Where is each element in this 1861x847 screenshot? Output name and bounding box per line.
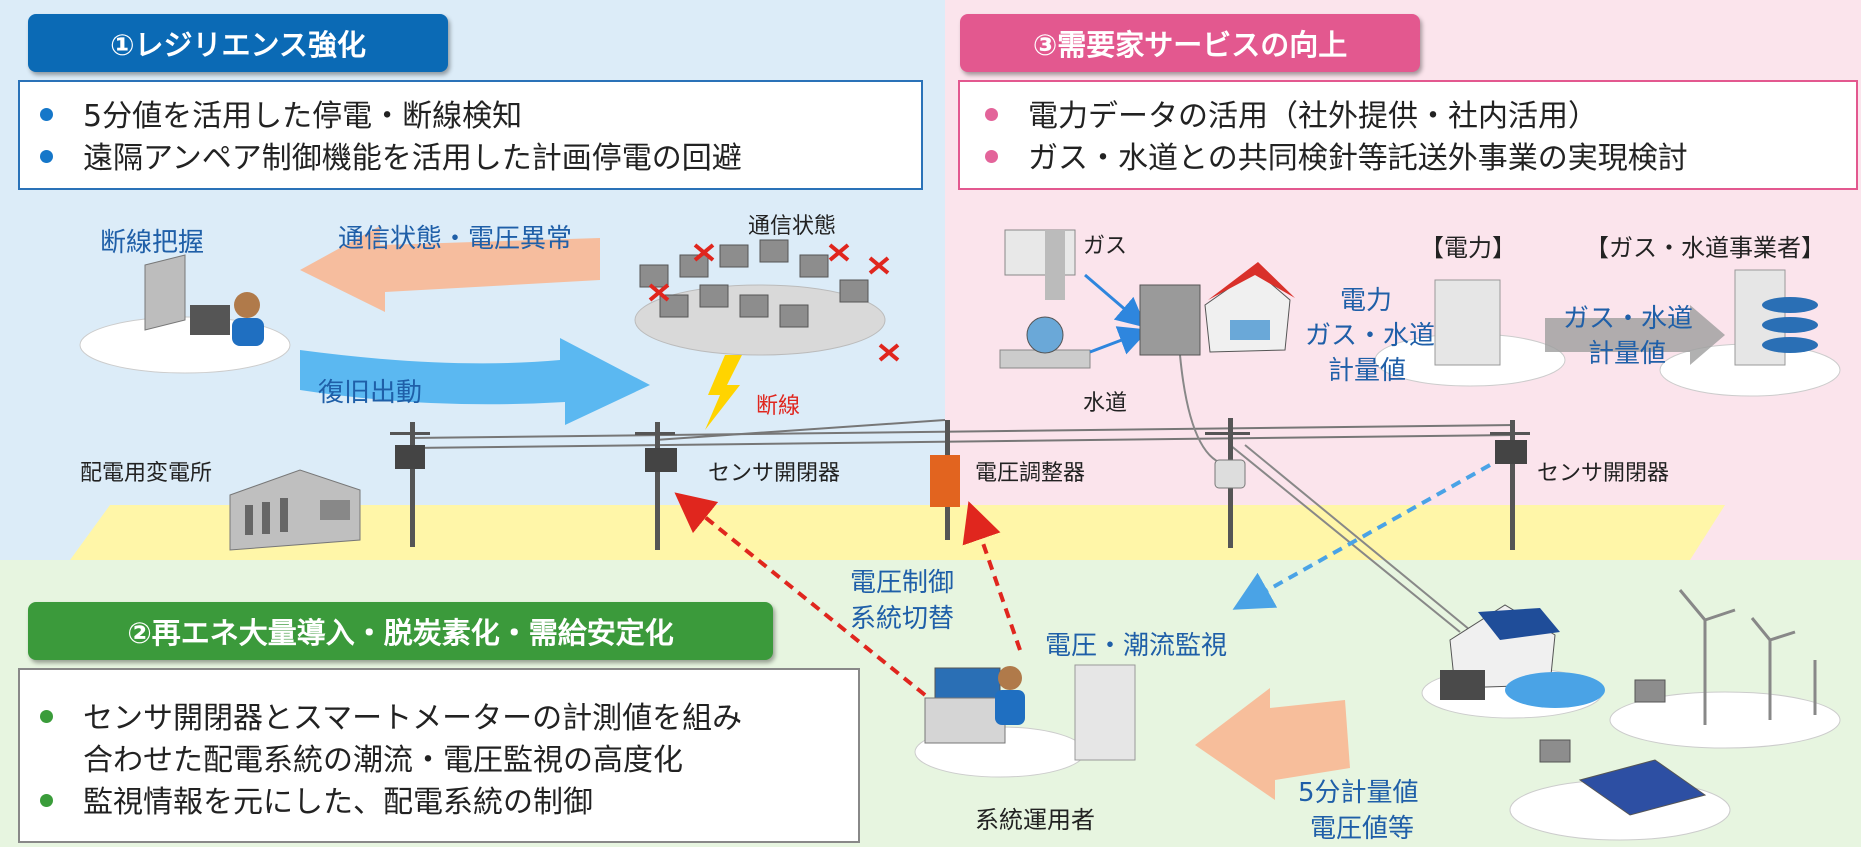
section3-title: ③需要家サービスの向上 [960,14,1420,72]
wind-turbines-icon [1678,589,1817,725]
wind-platform [1609,691,1841,749]
voltage-flow-monitor-label: 電圧・潮流監視 [1045,631,1228,661]
sensor-switch-left-box [645,448,677,472]
five-min-label-1: 5分計量値 [1298,778,1419,808]
voltage-control-label-1: 電圧制御 [850,568,955,598]
power-bracket-label: 【電力】 [1420,234,1516,262]
pole-2 [635,422,675,550]
gw-database-icon [1734,269,1818,366]
water-label: 水道 [1083,391,1128,416]
comm-status-label: 通信状態 [748,214,837,239]
section2-box [18,668,860,843]
power-meter-label-3: 計量値 [1328,356,1407,386]
sensor-switch-right-box [1495,440,1527,464]
section1-title: ①レジリエンス強化 [28,14,448,72]
section2-bullet-1: センサ開閉器とスマートメーターの計測値を組み [40,700,742,738]
ground-strip [70,505,1725,560]
section1-box [18,80,923,190]
comm-voltage-label: 通信状態・電圧異常 [338,224,573,254]
disconnection-label: 断線 [756,394,801,419]
orange-arrow-top [300,226,600,312]
system-operator-label: 系統運用者 [975,806,1095,834]
voltage-regulator-box [930,455,960,507]
switch-box-1 [395,445,425,469]
gw-arrow [1545,305,1725,365]
section2-bullet-2: 監視情報を元にした、配電系統の制御 [40,784,593,822]
gas-meter-icon [1004,229,1076,300]
substation-building [229,469,361,551]
section3-bullet-1: 電力データの活用（社外提供・社内活用） [985,98,1598,136]
pole-1 [390,422,430,547]
power-meter-label-1: 電力 [1340,286,1393,316]
system-operator-icon [924,664,1136,761]
lightning-icon [705,355,742,430]
disconnect-grasp-label: 断線把握 [100,228,205,258]
meters-platform [634,284,886,356]
voltage-regulator-label: 電圧調整器 [975,461,1086,486]
smart-meter-icon [1139,284,1201,356]
section3-bullet-2: ガス・水道との共同検針等託送外事業の実現検討 [985,140,1688,178]
house-icon [1204,262,1295,353]
pole-5 [1490,420,1530,550]
section1-bullet-1: 5分値を活用した停電・断線検知 [40,98,522,136]
gas-label: ガス [1083,234,1128,259]
failure-marks [648,243,900,362]
gw-meter-label-1: ガス・水道 [1563,304,1694,334]
gw-operator-label: 【ガス・水道事業者】 [1585,234,1825,262]
sensor-switch-left-label: センサ開閉器 [708,461,841,486]
power-meter-label-2: ガス・水道 [1305,321,1436,351]
power-server-icon [1434,279,1501,366]
orange-arrow-bottom [1195,688,1350,800]
solar-panel-icon [1539,739,1707,816]
five-min-label-2: 電圧値等 [1310,814,1415,844]
section1-bullet-2: 遠隔アンペア制御機能を活用した計画停電の回避 [40,140,742,178]
section3-box [958,80,1858,190]
solar-house-icon [1440,604,1605,708]
control-arrow-regulator [962,501,1022,651]
voltage-control-label-2: 系統切替 [850,604,955,634]
recovery-dispatch-label: 復旧出動 [318,378,423,408]
transformer-box [1214,459,1246,489]
gw-meter-label-2: 計量値 [1588,339,1667,369]
top-operator-computer [144,254,264,346]
meter-cluster [639,239,869,328]
substation-label: 配電用変電所 [80,461,213,486]
wind-meter [1634,679,1666,703]
water-meter-icon [999,316,1091,369]
blue-arrow [300,338,650,425]
section2-bullet-1-cont: 合わせた配電系統の潮流・電圧監視の高度化 [83,743,683,778]
monitor-arrow [1232,463,1491,610]
section2-title: ②再エネ大量導入・脱炭素化・需給安定化 [28,602,773,660]
sensor-switch-right-label: センサ開閉器 [1537,461,1670,486]
